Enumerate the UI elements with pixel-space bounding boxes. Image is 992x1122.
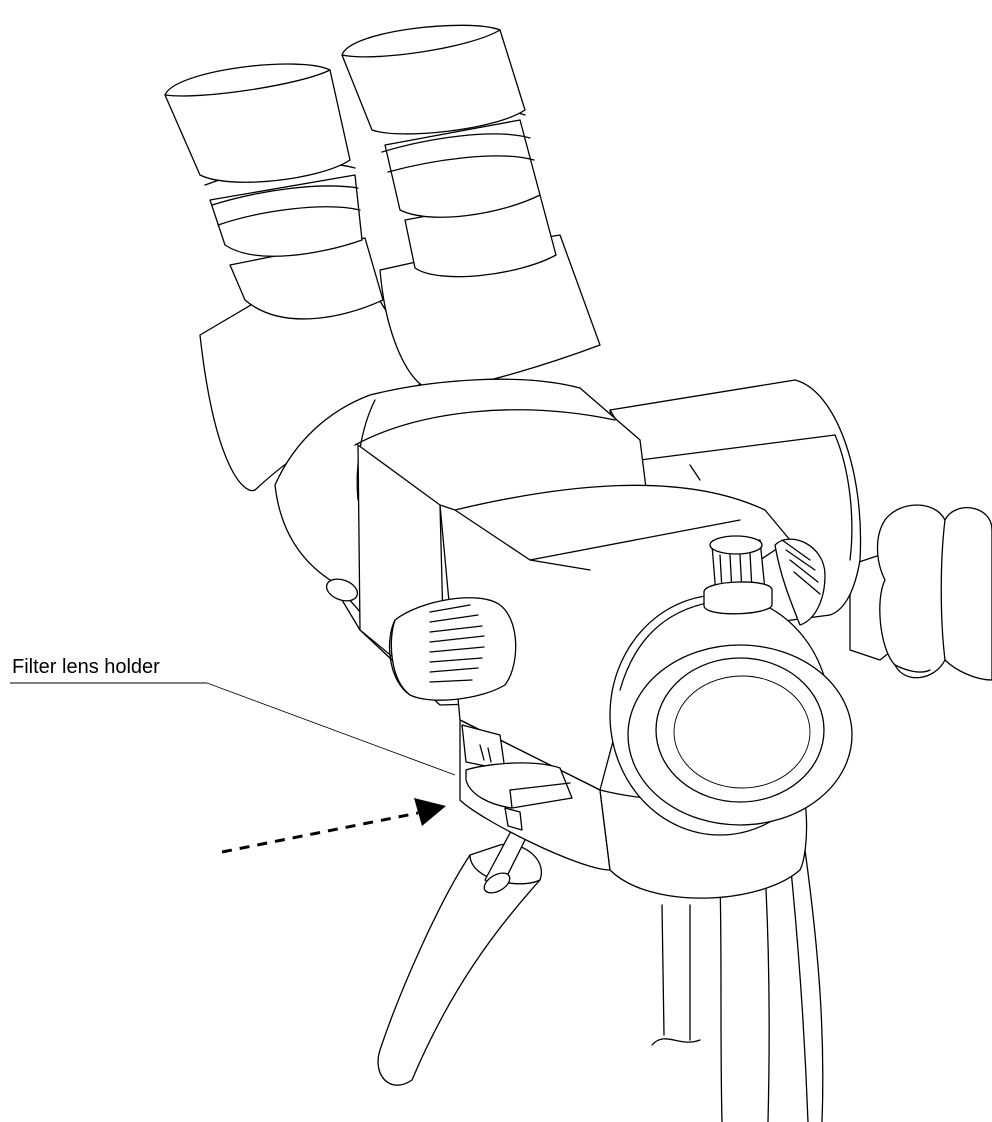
focus-knob-right <box>774 538 826 626</box>
objective-lens <box>609 594 853 836</box>
top-knob <box>703 535 773 615</box>
handle <box>377 817 543 1086</box>
support-column <box>651 849 824 1122</box>
callout-leader <box>10 682 456 776</box>
filter-lens-holder <box>461 724 573 831</box>
right-eyepiece <box>341 24 601 391</box>
left-eyepiece <box>164 63 429 492</box>
main-body <box>274 378 808 899</box>
side-knurled-knob <box>388 597 517 701</box>
side-knob <box>849 504 992 681</box>
insertion-arrow-icon <box>221 798 446 854</box>
filter-lens-holder-label: Filter lens holder <box>12 656 160 678</box>
